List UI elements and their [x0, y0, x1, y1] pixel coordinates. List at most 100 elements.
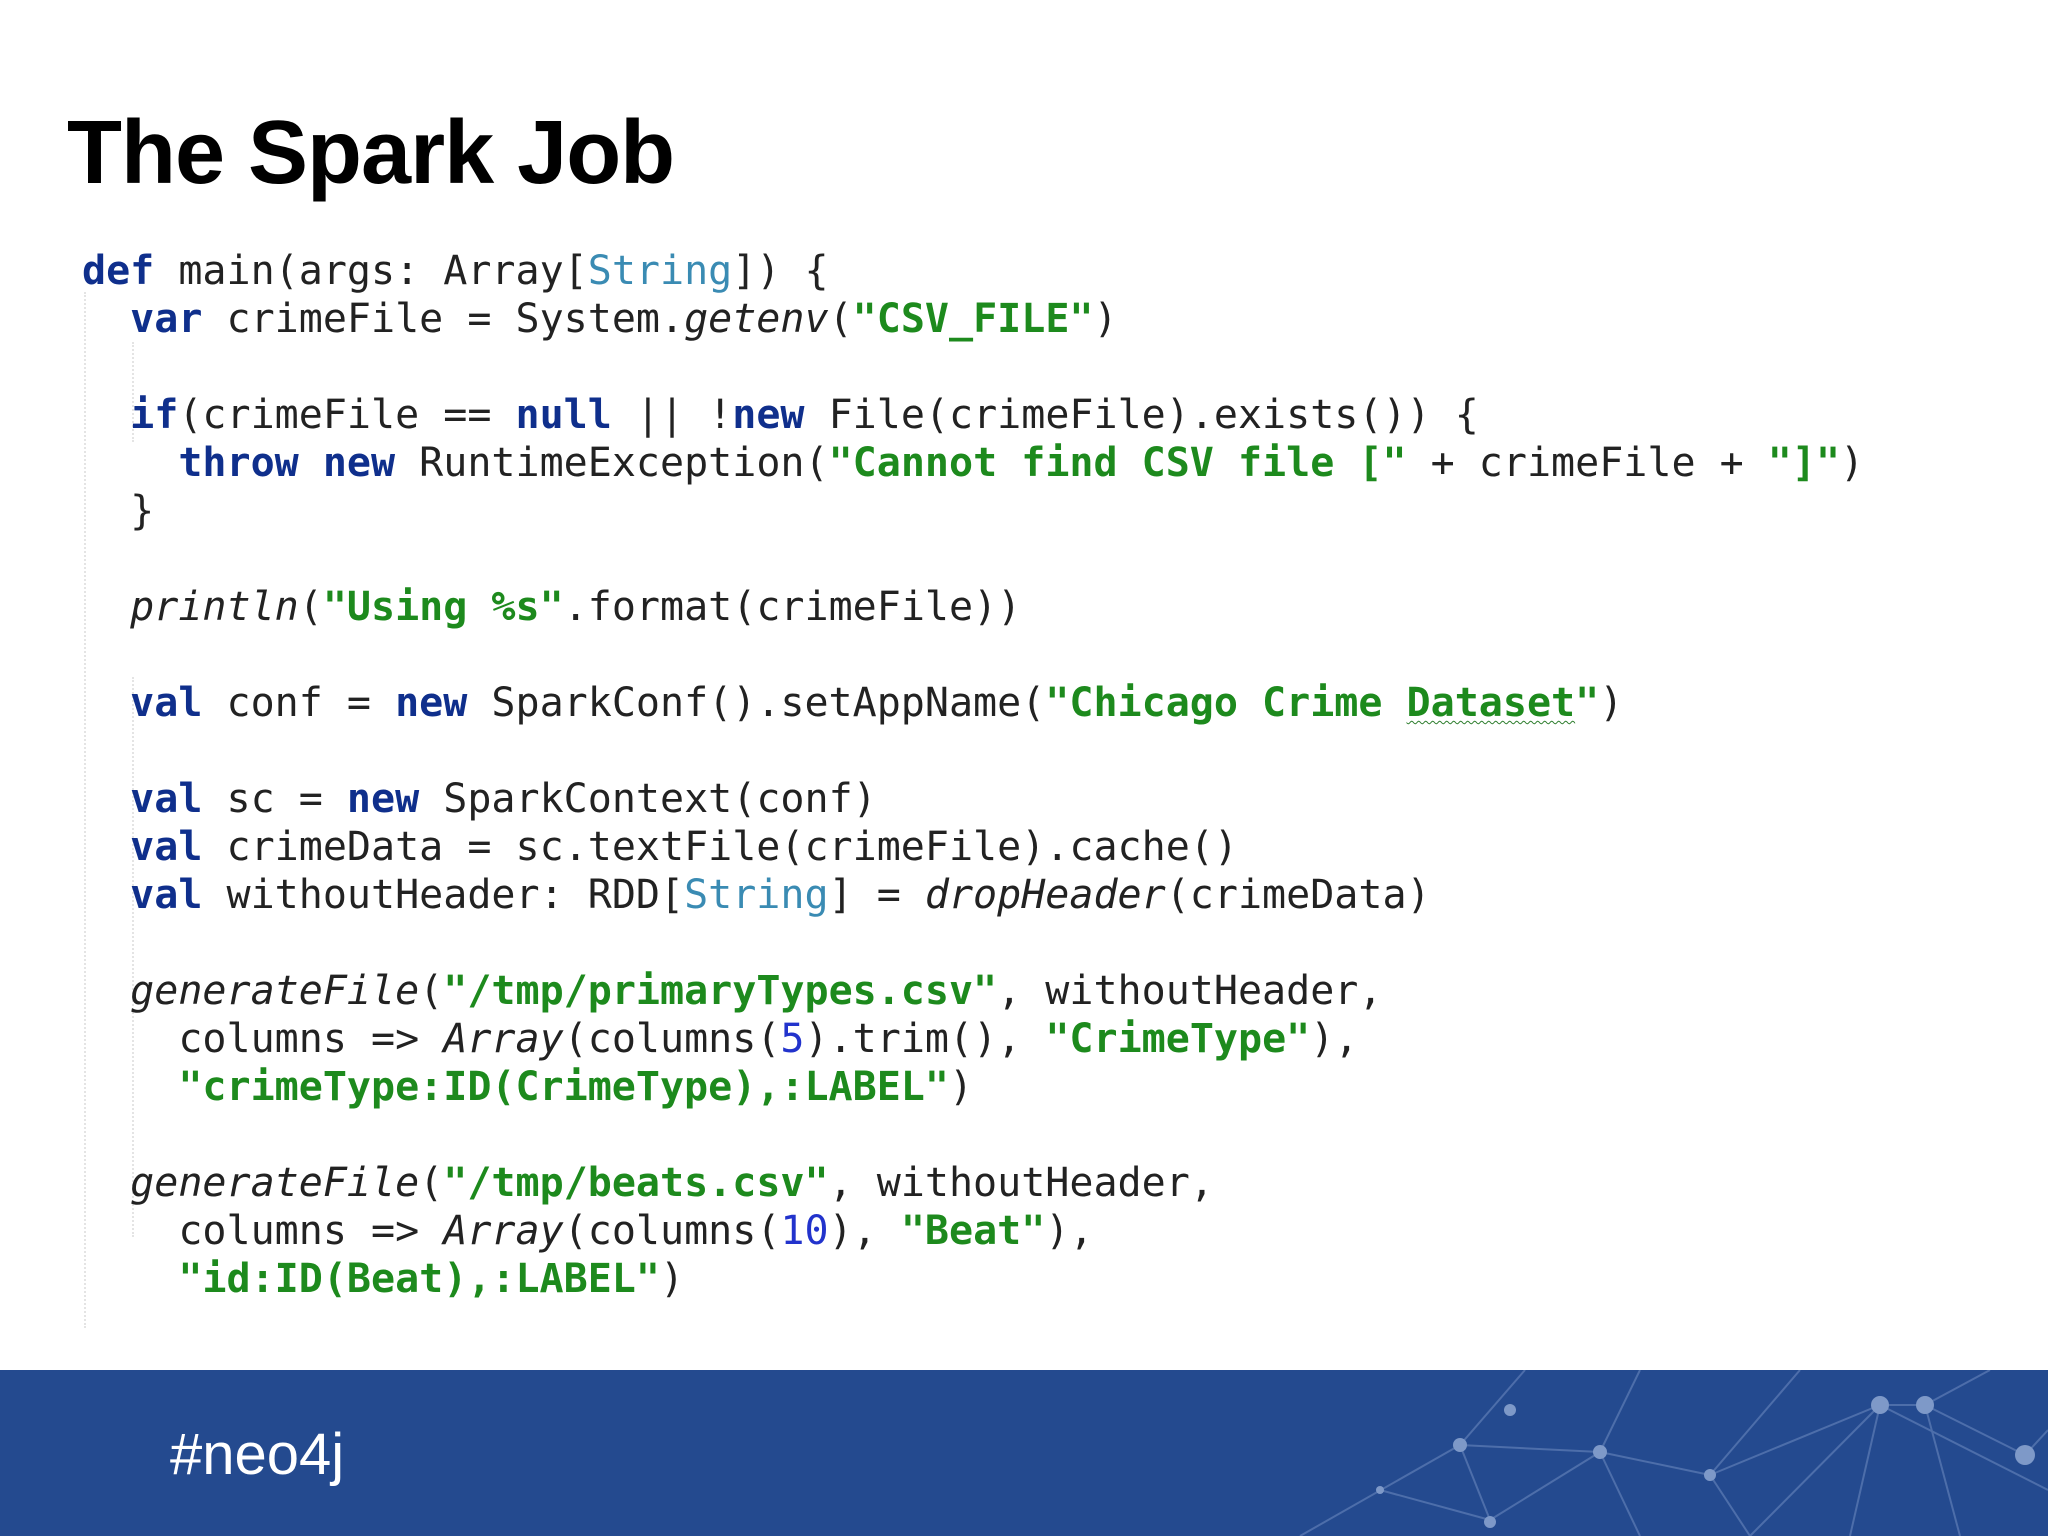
indent-guide — [84, 292, 86, 1328]
code-line: if(crimeFile == null || !new File(crimeF… — [82, 391, 1864, 439]
code-token — [82, 440, 178, 486]
code-token: ]) { — [732, 248, 829, 294]
code-token: 10 — [780, 1208, 829, 1254]
code-token: withoutHeader: RDD[ — [202, 872, 685, 918]
code-token: (crimeFile == — [178, 392, 516, 438]
code-token: " — [1575, 680, 1600, 726]
code-token: val — [130, 872, 203, 918]
code-token: Array — [443, 1016, 564, 1062]
code-token: ), — [828, 1208, 901, 1254]
footer-hashtag: #neo4j — [170, 1422, 345, 1487]
code-token: ), — [1310, 1016, 1359, 1062]
code-line: columns => Array(columns(5).trim(), "Cri… — [82, 1015, 1864, 1063]
code-line — [82, 919, 1864, 967]
code-token: dropHeader — [924, 872, 1166, 918]
code-token: String — [684, 872, 829, 918]
code-token: columns => — [82, 1208, 444, 1254]
network-graphic — [1299, 1370, 2048, 1536]
code-token — [82, 824, 130, 870]
code-line: val withoutHeader: RDD[String] = dropHea… — [82, 871, 1864, 919]
code-token: + crimeFile + — [1406, 440, 1768, 486]
code-token: (crimeData) — [1165, 872, 1431, 918]
code-line: } — [82, 487, 1864, 535]
code-token: println — [130, 584, 299, 630]
code-token: throw — [178, 440, 299, 486]
code-token — [82, 1064, 178, 1110]
code-token: "CSV_FILE" — [852, 296, 1094, 342]
indent-guide — [132, 342, 134, 442]
code-line: val conf = new SparkConf().setAppName("C… — [82, 679, 1864, 727]
code-token: crimeFile = System. — [202, 296, 685, 342]
indent-guide — [132, 677, 134, 1237]
code-token: "crimeType:ID(CrimeType),:LABEL" — [178, 1064, 949, 1110]
code-token: ( — [419, 968, 444, 1014]
code-token: generateFile — [130, 968, 420, 1014]
code-token: ) — [1599, 680, 1624, 726]
code-line — [82, 631, 1864, 679]
code-token: SparkContext(conf) — [419, 776, 877, 822]
code-token — [82, 392, 130, 438]
code-token: main(args: Array[ — [154, 248, 588, 294]
code-line — [82, 535, 1864, 583]
code-token: ) — [659, 1256, 685, 1302]
code-line: println("Using %s".format(crimeFile)) — [82, 583, 1864, 631]
code-token: ) — [1840, 440, 1865, 486]
code-token: "]" — [1767, 440, 1841, 486]
code-token — [82, 1256, 178, 1302]
code-block: def main(args: Array[String]) { var crim… — [82, 232, 2022, 1328]
code-token: } — [82, 488, 155, 534]
code-line — [82, 343, 1864, 391]
code-token: sc = — [202, 776, 347, 822]
code-token: "id:ID(Beat),:LABEL" — [178, 1256, 660, 1302]
code-line: "id:ID(Beat),:LABEL") — [82, 1255, 1864, 1303]
code-token: "Cannot find CSV file [" — [828, 440, 1407, 486]
code-line: columns => Array(columns(10), "Beat"), — [82, 1207, 1864, 1255]
code-token: (columns( — [563, 1016, 781, 1062]
code-token: new — [346, 776, 420, 822]
code-token: ) — [948, 1064, 974, 1110]
code-token: 5 — [780, 1016, 805, 1062]
code-token: "/tmp/primaryTypes.csv" — [443, 968, 998, 1014]
code-token — [82, 872, 130, 918]
code-token: File(crimeFile).exists()) { — [804, 392, 1479, 438]
code-token: if — [130, 392, 179, 438]
code-token: new — [732, 392, 805, 438]
code-token: ] = — [828, 872, 925, 918]
code-token: null — [515, 392, 612, 438]
code-line: throw new RuntimeException("Cannot find … — [82, 439, 1864, 487]
code-listing: def main(args: Array[String]) { var crim… — [82, 247, 1864, 1303]
code-token: val — [130, 680, 203, 726]
code-token: ( — [828, 296, 853, 342]
code-token — [82, 296, 130, 342]
code-token: ), — [1045, 1208, 1094, 1254]
code-token: "/tmp/beats.csv" — [443, 1160, 829, 1206]
code-token: val — [130, 824, 203, 870]
code-token: new — [322, 440, 396, 486]
code-token: "Beat" — [900, 1208, 1046, 1254]
code-line — [82, 1111, 1864, 1159]
slide-title: The Spark Job — [67, 103, 675, 203]
code-token: new — [395, 680, 468, 726]
code-token: RuntimeException( — [395, 440, 829, 486]
code-line: generateFile("/tmp/beats.csv", withoutHe… — [82, 1159, 1864, 1207]
code-token: ).trim(), — [804, 1016, 1046, 1062]
code-token: generateFile — [130, 1160, 420, 1206]
code-token: "Using %s" — [322, 584, 564, 630]
code-line: generateFile("/tmp/primaryTypes.csv", wi… — [82, 967, 1864, 1015]
code-token: columns => — [82, 1016, 444, 1062]
code-token — [82, 1160, 130, 1206]
code-token — [299, 440, 323, 486]
code-token — [82, 968, 130, 1014]
code-line: var crimeFile = System.getenv("CSV_FILE"… — [82, 295, 1864, 343]
code-token: var — [130, 296, 203, 342]
code-line: val sc = new SparkContext(conf) — [82, 775, 1864, 823]
footer-band: #neo4j — [0, 1370, 2048, 1536]
code-token: ) — [1093, 296, 1118, 342]
code-token: conf = — [202, 680, 396, 726]
code-token: Dataset — [1406, 680, 1576, 726]
code-token: String — [587, 248, 733, 294]
code-token: crimeData = sc.textFile(crimeFile).cache… — [202, 824, 1238, 870]
code-token: ( — [419, 1160, 444, 1206]
code-token: , withoutHeader, — [997, 968, 1383, 1014]
code-token — [82, 776, 130, 822]
